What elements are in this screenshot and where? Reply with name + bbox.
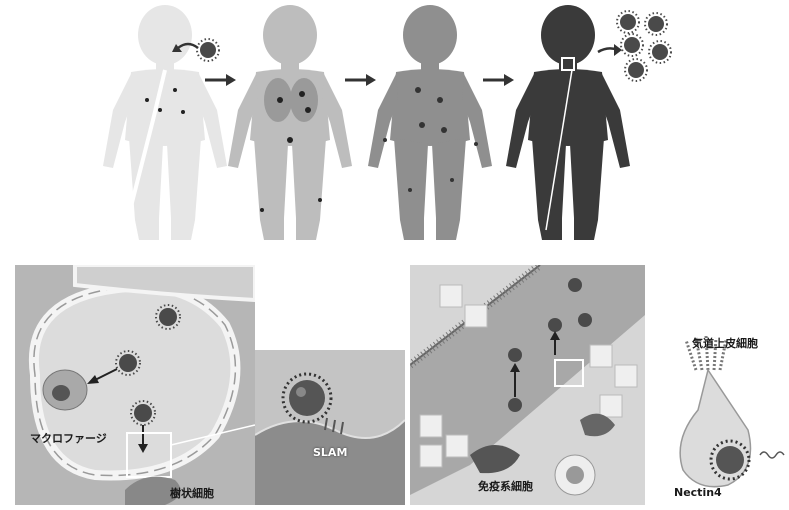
slam-panel: SLAM xyxy=(255,350,405,505)
alveolus-panel: マクロファージ 樹状細胞 xyxy=(15,265,255,505)
label-macrophage: マクロファージ xyxy=(30,430,107,446)
arrow-right-icon xyxy=(345,74,376,86)
arrow-right-icon xyxy=(205,74,236,86)
label-dendritic-cell: 樹状細胞 xyxy=(170,485,214,501)
virus-icon xyxy=(197,39,219,61)
child-stage-4 xyxy=(506,5,630,240)
label-nectin4: Nectin4 xyxy=(674,486,722,499)
airway-panel: 免疫系細胞 xyxy=(410,265,645,505)
infection-progression xyxy=(0,0,789,255)
virus-cluster xyxy=(617,11,671,81)
child-stage-2 xyxy=(228,5,352,240)
child-stage-1 xyxy=(103,5,227,240)
label-immune-cell: 免疫系細胞 xyxy=(478,478,533,494)
nectin4-panel: 気道上皮細胞 Nectin4 xyxy=(648,330,789,505)
arrow-right-icon xyxy=(483,74,514,86)
label-airway-epithelium: 気道上皮細胞 xyxy=(692,335,758,351)
child-stage-3 xyxy=(368,5,492,240)
label-slam: SLAM xyxy=(313,446,347,459)
